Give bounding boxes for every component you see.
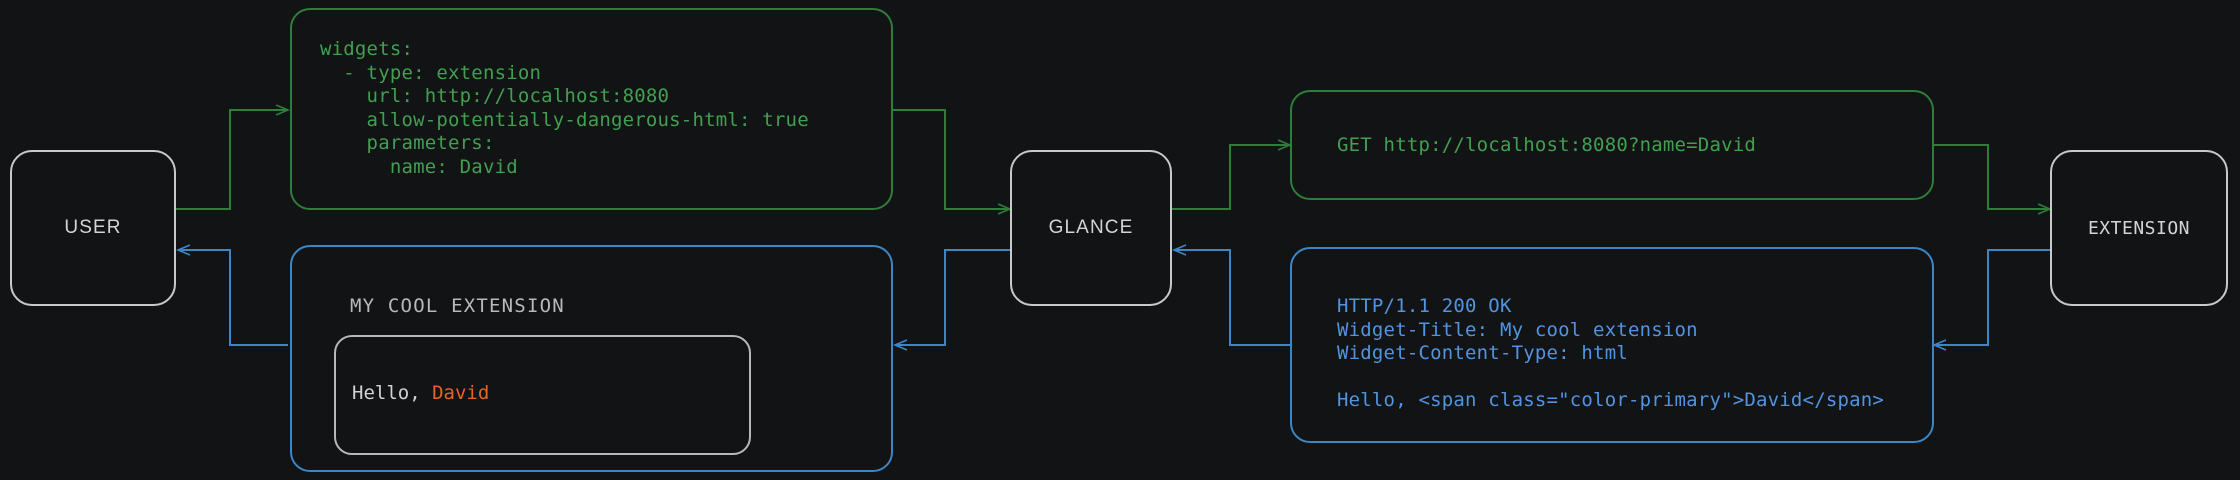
connector-response-to-glance — [1171, 244, 1290, 346]
widget-preview-body: Hello, David — [352, 382, 489, 404]
http-request-text: GET http://localhost:8080?name=David — [1337, 134, 1757, 156]
panel-widget-preview: MY COOL EXTENSION Hello, David — [290, 245, 893, 472]
node-glance-label: GLANCE — [1048, 217, 1134, 238]
panel-config-yaml: widgets: - type: extension url: http://l… — [290, 8, 893, 210]
connector-preview-to-user — [175, 244, 288, 346]
connector-request-to-extension — [1932, 144, 2053, 215]
panel-http-response: HTTP/1.1 200 OK Widget-Title: My cool ex… — [1290, 247, 1934, 443]
connector-extension-to-response — [1931, 249, 2050, 351]
node-extension-label: EXTENSION — [2087, 217, 2191, 239]
panel-http-request: GET http://localhost:8080?name=David — [1290, 90, 1934, 200]
node-user-label: USER — [64, 217, 122, 238]
widget-preview-body-prefix: Hello, — [352, 382, 433, 404]
widget-preview-card: Hello, David — [334, 335, 751, 455]
connector-config-to-glance — [893, 109, 1013, 215]
node-extension[interactable]: EXTENSION — [2050, 150, 2228, 306]
node-glance[interactable]: GLANCE — [1010, 150, 1172, 306]
config-yaml-text: widgets: - type: extension url: http://l… — [320, 38, 809, 178]
widget-preview-body-accent: David — [432, 382, 490, 404]
widget-preview-title: MY COOL EXTENSION — [350, 295, 565, 317]
connector-glance-to-request — [1172, 139, 1293, 210]
http-response-text: HTTP/1.1 200 OK Widget-Title: My cool ex… — [1337, 295, 1885, 411]
node-user[interactable]: USER — [10, 150, 176, 306]
connector-user-to-config — [176, 104, 291, 210]
connector-glance-to-preview — [892, 249, 1010, 351]
